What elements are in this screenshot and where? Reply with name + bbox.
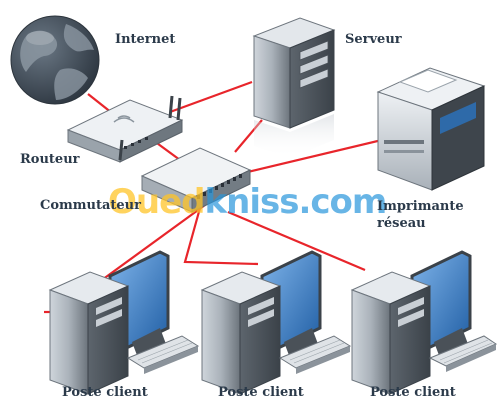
label-imprimante-line2: réseau <box>377 216 426 231</box>
cable-switch-client2 <box>183 207 259 266</box>
server-icon <box>252 17 336 158</box>
label-poste-client-2: Poste client <box>218 385 304 400</box>
label-serveur: Serveur <box>345 32 402 47</box>
label-internet: Internet <box>115 32 176 47</box>
cable-switch-printer <box>234 138 383 177</box>
cable-switch-client3 <box>227 210 366 272</box>
globe-icon <box>10 15 100 105</box>
cable-switch-client1 <box>94 204 206 286</box>
cable-router-server <box>169 80 253 114</box>
watermark-part3: .com <box>298 182 387 222</box>
watermark-part1: Oued <box>108 182 206 222</box>
label-imprimante-reseau: Imprimante réseau <box>377 198 497 232</box>
router-icon <box>66 95 184 163</box>
desktop-computer-icon <box>350 250 498 395</box>
desktop-computer-icon <box>48 250 200 395</box>
cable-internet-router <box>87 93 113 114</box>
switch-icon <box>140 147 252 213</box>
watermark-part2: kniss <box>204 182 300 222</box>
label-commutateur: Commutateur <box>40 198 141 213</box>
watermark: Ouedkniss.com <box>108 182 387 222</box>
desktop-computer-icon <box>200 250 352 395</box>
label-poste-client-1: Poste client <box>62 385 148 400</box>
label-routeur: Routeur <box>20 152 80 167</box>
printer-icon <box>376 67 486 191</box>
label-poste-client-3: Poste client <box>370 385 456 400</box>
label-imprimante-line1: Imprimante <box>377 199 464 214</box>
